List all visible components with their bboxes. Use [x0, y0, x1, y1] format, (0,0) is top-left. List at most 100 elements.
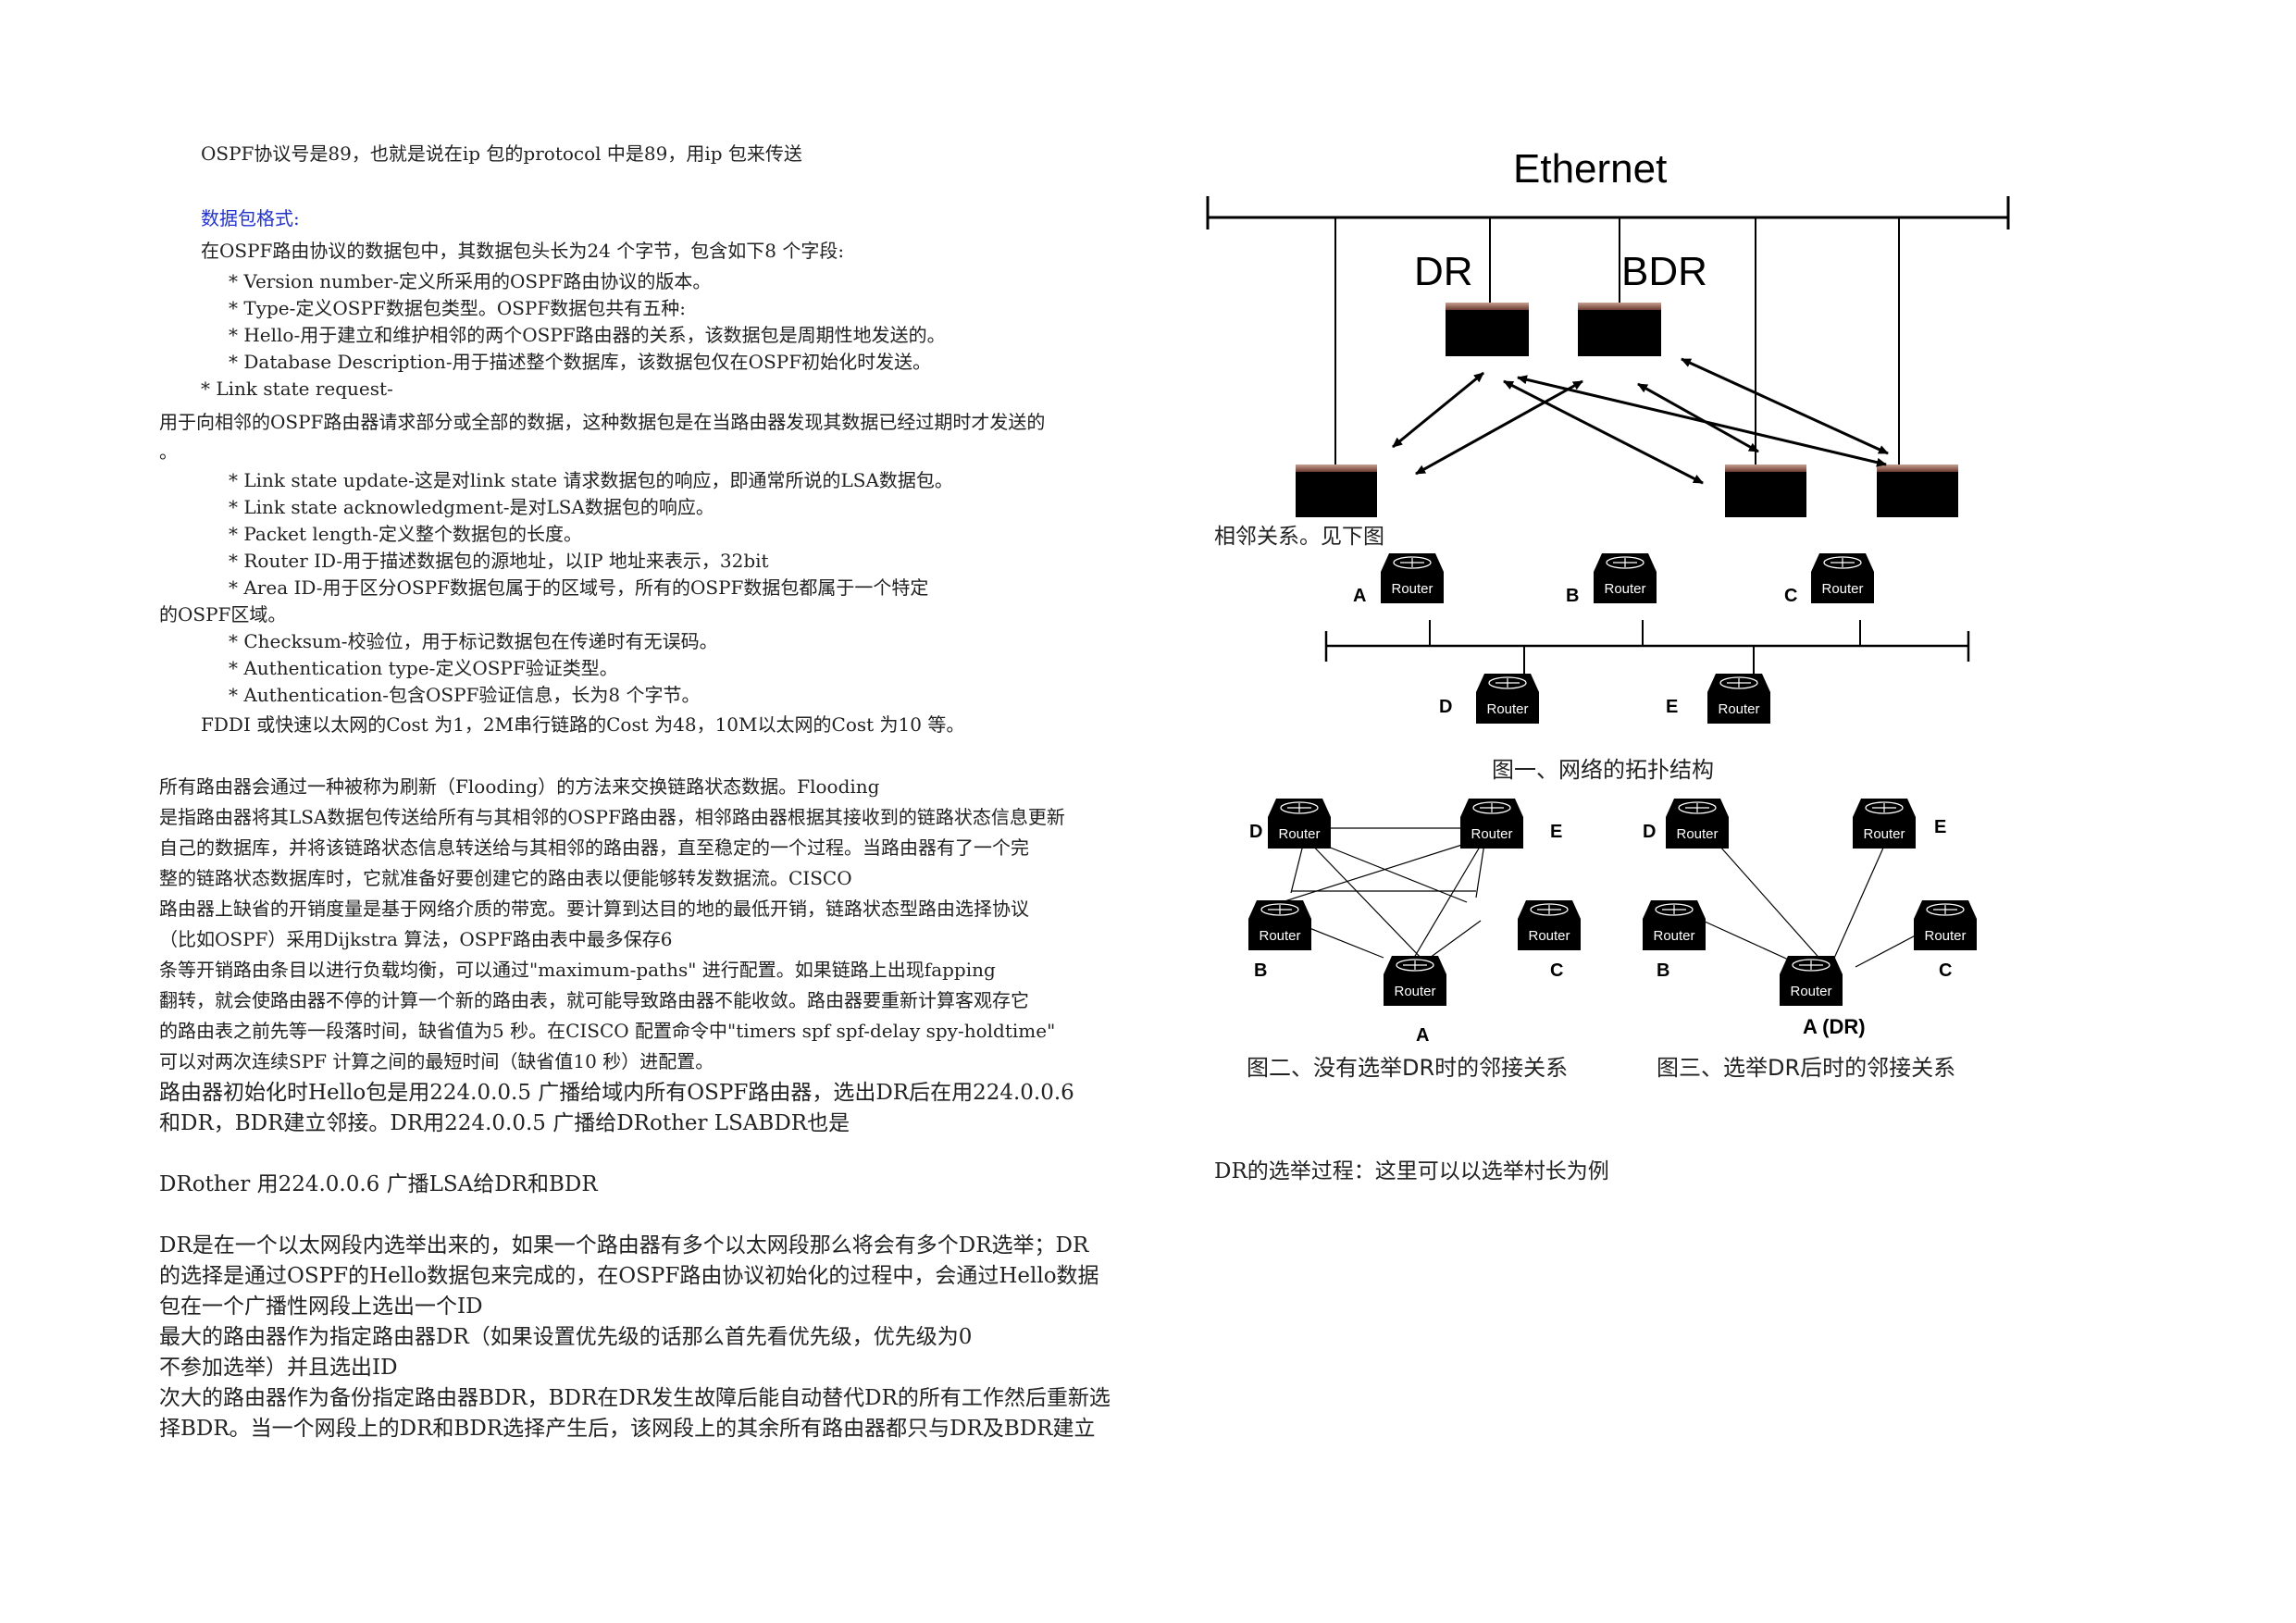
adjacency-lines: [1702, 836, 1944, 968]
host: [1296, 465, 1377, 517]
dr-line: 的选择是通过OSPF的Hello数据包来完成的，在OSPF路由协议初始化的过程中…: [159, 1264, 1099, 1288]
fig2-mesh: Router Router Router Router Router D E B…: [1248, 799, 1581, 1046]
router-text: Router: [1278, 826, 1320, 842]
router-label: B: [1254, 960, 1267, 981]
field-item: * Database Description-用于描述整个数据库，该数据包仅在O…: [229, 351, 932, 373]
router-label: C: [1550, 960, 1563, 981]
flood-line: 翻转，就会使路由器不停的计算一个新的路由表，就可能导致路由器不能收敛。路由器要重…: [159, 989, 1029, 1011]
router-text: Router: [1790, 984, 1831, 999]
flood-line: 的路由表之前先等一段落时间，缺省值为5 秒。在CISCO 配置命令中"timer…: [159, 1020, 1056, 1042]
lsr-description-end: 。: [159, 440, 178, 463]
router-label: E: [1934, 817, 1946, 837]
router-text: Router: [1394, 984, 1435, 999]
router-b: Router: [1643, 900, 1706, 950]
router-c: Router: [1811, 553, 1874, 603]
router-label: D: [1249, 822, 1262, 842]
dr-line: 择BDR。当一个网段上的DR和BDR选择产生后，该网段上的其余所有路由器都只与D…: [159, 1417, 1096, 1441]
adjacency-arrows: [1392, 357, 1889, 485]
bdr-host: [1578, 303, 1661, 356]
router-text: Router: [1259, 928, 1300, 944]
drother-line: DRother 用224.0.0.6 广播LSA给DR和BDR: [159, 1172, 598, 1196]
router-text: Router: [1391, 581, 1433, 597]
flood-line: 是指路由器将其LSA数据包传送给所有与其相邻的OSPF路由器，相邻路由器根据其接…: [159, 806, 1065, 828]
router-text: Router: [1718, 701, 1759, 717]
fig1-caption: 图一、网络的拓扑结构: [1492, 757, 1714, 783]
cost-line: FDDI 或快速以太网的Cost 为1，2M串行链路的Cost 为48，10M以…: [201, 713, 965, 736]
router-label: A (DR): [1803, 1015, 1866, 1038]
router-e: Router: [1853, 799, 1916, 849]
hello-line: 路由器初始化时Hello包是用224.0.0.5 广播给域内所有OSPF路由器，…: [159, 1081, 1074, 1105]
lsr-description: 用于向相邻的OSPF路由器请求部分或全部的数据，这种数据包是在当路由器发现其数据…: [159, 411, 1046, 433]
format-heading: 数据包格式:: [201, 207, 300, 229]
dr-line: 最大的路由器作为指定路由器DR（如果设置优先级的话那么首先看优先级，优先级为0: [159, 1325, 973, 1349]
router-text: Router: [1924, 928, 1966, 944]
dr-line: DR是在一个以太网段内选举出来的，如果一个路由器有多个以太网段那么将会有多个DR…: [159, 1233, 1089, 1258]
fig2-caption: 图二、没有选举DR时的邻接关系: [1247, 1055, 1569, 1081]
router-e: Router: [1707, 674, 1770, 724]
router-c: Router: [1518, 900, 1581, 950]
dr-line: 包在一个广播性网段上选出一个ID: [159, 1295, 483, 1319]
flood-line: 路由器上缺省的开销度量是基于网络介质的带宽。要计算到达目的地的最低开销，链路状态…: [159, 898, 1029, 920]
dr-host: [1446, 303, 1529, 356]
router-label: A: [1353, 586, 1366, 606]
fig3-star: Router Router Router Router Router D E B…: [1643, 799, 1977, 1038]
flood-line: 整的链路状态数据库时，它就准备好要创建它的路由表以便能够转发数据流。CISCO: [159, 867, 852, 889]
router-d: Router: [1268, 799, 1331, 849]
router-text: Router: [1863, 826, 1905, 842]
router-label: C: [1784, 586, 1797, 606]
field-item: * Authentication type-定义OSPF验证类型。: [229, 657, 618, 679]
dr-line: 次大的路由器作为备份指定路由器BDR，BDR在DR发生故障后能自动替代DR的所有…: [159, 1386, 1111, 1410]
dr-line: 不参加选举）并且选出ID: [159, 1356, 398, 1380]
router-label: B: [1566, 586, 1579, 606]
router-d: Router: [1476, 674, 1539, 724]
field-item: * Link state acknowledgment-是对LSA数据包的响应。: [229, 496, 714, 518]
router-text: Router: [1486, 701, 1528, 717]
field-item: * Checksum-校验位，用于标记数据包在传递时有无误码。: [229, 630, 718, 652]
ethernet-dr-diagram: Ethernet DR BDR: [1206, 146, 2010, 517]
intro-line: OSPF协议号是89，也就是说在ip 包的protocol 中是89，用ip 包…: [201, 142, 802, 165]
router-text: Router: [1528, 928, 1570, 944]
router-text: Router: [1676, 826, 1718, 842]
host: [1877, 465, 1958, 517]
dr-label: DR: [1414, 249, 1473, 294]
router-a: Router: [1384, 956, 1446, 1006]
flood-line: 可以对两次连续SPF 计算之间的最短时间（缺省值10 秒）进配置。: [159, 1050, 714, 1072]
format-description: 在OSPF路由协议的数据包中，其数据包头长为24 个字节，包含如下8 个字段:: [201, 240, 845, 262]
election-line: DR的选举过程：这里可以以选举村长为例: [1214, 1159, 1609, 1183]
field-item: * Type-定义OSPF数据包类型。OSPF数据包共有五种:: [229, 297, 686, 319]
router-a-dr: Router: [1780, 956, 1843, 1006]
router-label: C: [1939, 960, 1952, 981]
fig3-caption: 图三、选举DR后时的邻接关系: [1657, 1055, 1956, 1081]
field-item: * Link state update-这是对link state 请求数据包的…: [229, 469, 953, 491]
flood-line: （比如OSPF）采用Dijkstra 算法，OSPF路由表中最多保存6: [159, 928, 673, 950]
router-b: Router: [1248, 900, 1311, 950]
router-text: Router: [1653, 928, 1694, 944]
router-label: B: [1657, 960, 1669, 981]
router-text: Router: [1604, 581, 1645, 597]
router-text: Router: [1821, 581, 1863, 597]
router-text: Router: [1471, 826, 1512, 842]
field-item: * Router ID-用于描述数据包的源地址，以IP 地址来表示，32bit: [229, 550, 769, 572]
router-b: Router: [1594, 553, 1657, 603]
router-d: Router: [1666, 799, 1729, 849]
flood-line: 自己的数据库，并将该链路状态信息转送给与其相邻的路由器，直至稳定的一个过程。当路…: [159, 836, 1029, 859]
area-wrap: 的OSPF区域。: [159, 603, 287, 626]
router-label: D: [1643, 822, 1656, 842]
router-label: E: [1550, 822, 1562, 842]
field-item: * Area ID-用于区分OSPF数据包属于的区域号，所有的OSPF数据包都属…: [229, 576, 929, 599]
hello-line: 和DR，BDR建立邻接。DR用224.0.0.5 广播给DRother LSAB…: [159, 1111, 850, 1135]
router-e: Router: [1460, 799, 1523, 849]
field-item: * Version number-定义所采用的OSPF路由协议的版本。: [229, 270, 712, 292]
field-item: * Link state request-: [201, 378, 393, 400]
router-label: E: [1666, 697, 1678, 717]
router-a: Router: [1381, 553, 1444, 603]
router-label: D: [1439, 697, 1452, 717]
router-c: Router: [1914, 900, 1977, 950]
adjacency-caption: 相邻关系。见下图: [1214, 525, 1384, 549]
ethernet-label: Ethernet: [1513, 146, 1667, 192]
field-item: * Packet length-定义整个数据包的长度。: [229, 523, 582, 545]
host: [1725, 465, 1806, 517]
router-label: A: [1416, 1025, 1429, 1046]
flood-line: 条等开销路由条目以进行负载均衡，可以通过"maximum-paths" 进行配置…: [159, 959, 996, 981]
field-item: * Hello-用于建立和维护相邻的两个OSPF路由器的关系，该数据包是周期性地…: [229, 324, 946, 346]
